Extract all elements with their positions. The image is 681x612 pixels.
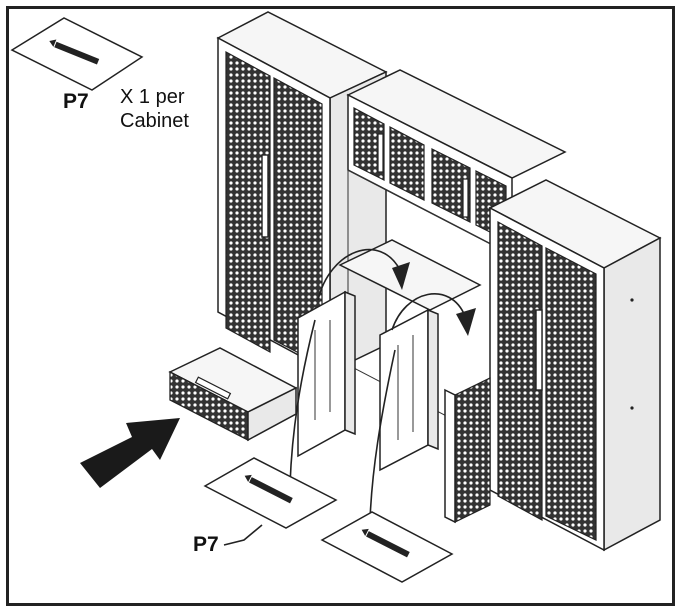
quantity-line-2: Cabinet: [120, 110, 189, 132]
part-label-top: P7: [63, 90, 89, 113]
quantity-line-1: X 1 per: [120, 86, 185, 108]
label-leader-line: [223, 524, 263, 546]
quantity-note: X 1 per Cabinet: [120, 85, 189, 133]
door-handle: [535, 309, 543, 391]
upper-wall-cabinets: [346, 69, 567, 257]
sticker-sheet-bottom-right: [320, 511, 454, 583]
open-door-left: [297, 290, 356, 458]
open-door-middle: [379, 308, 439, 472]
door-handle: [261, 154, 269, 238]
part-label-bottom: P7: [193, 533, 219, 556]
sticker-sheet-top: [10, 17, 144, 91]
sticker-logo: [54, 41, 100, 65]
curved-arrow-head-icon: [456, 308, 476, 336]
sticker-sheet-bottom-left: [203, 457, 338, 529]
leader-line: [369, 349, 396, 521]
diagram-frame: [6, 6, 675, 606]
drawer-handle: [194, 376, 232, 400]
leader-line: [289, 319, 316, 486]
insert-direction-arrow-icon: [80, 418, 180, 488]
curved-arrow-path: [317, 248, 401, 301]
curved-arrow-head-icon: [392, 262, 410, 290]
logo-arrow-icon: [49, 39, 57, 47]
right-tall-cabinet: [488, 179, 662, 552]
curved-arrow-path: [391, 293, 466, 331]
open-door-right: [444, 377, 491, 524]
drawer: [168, 347, 298, 442]
